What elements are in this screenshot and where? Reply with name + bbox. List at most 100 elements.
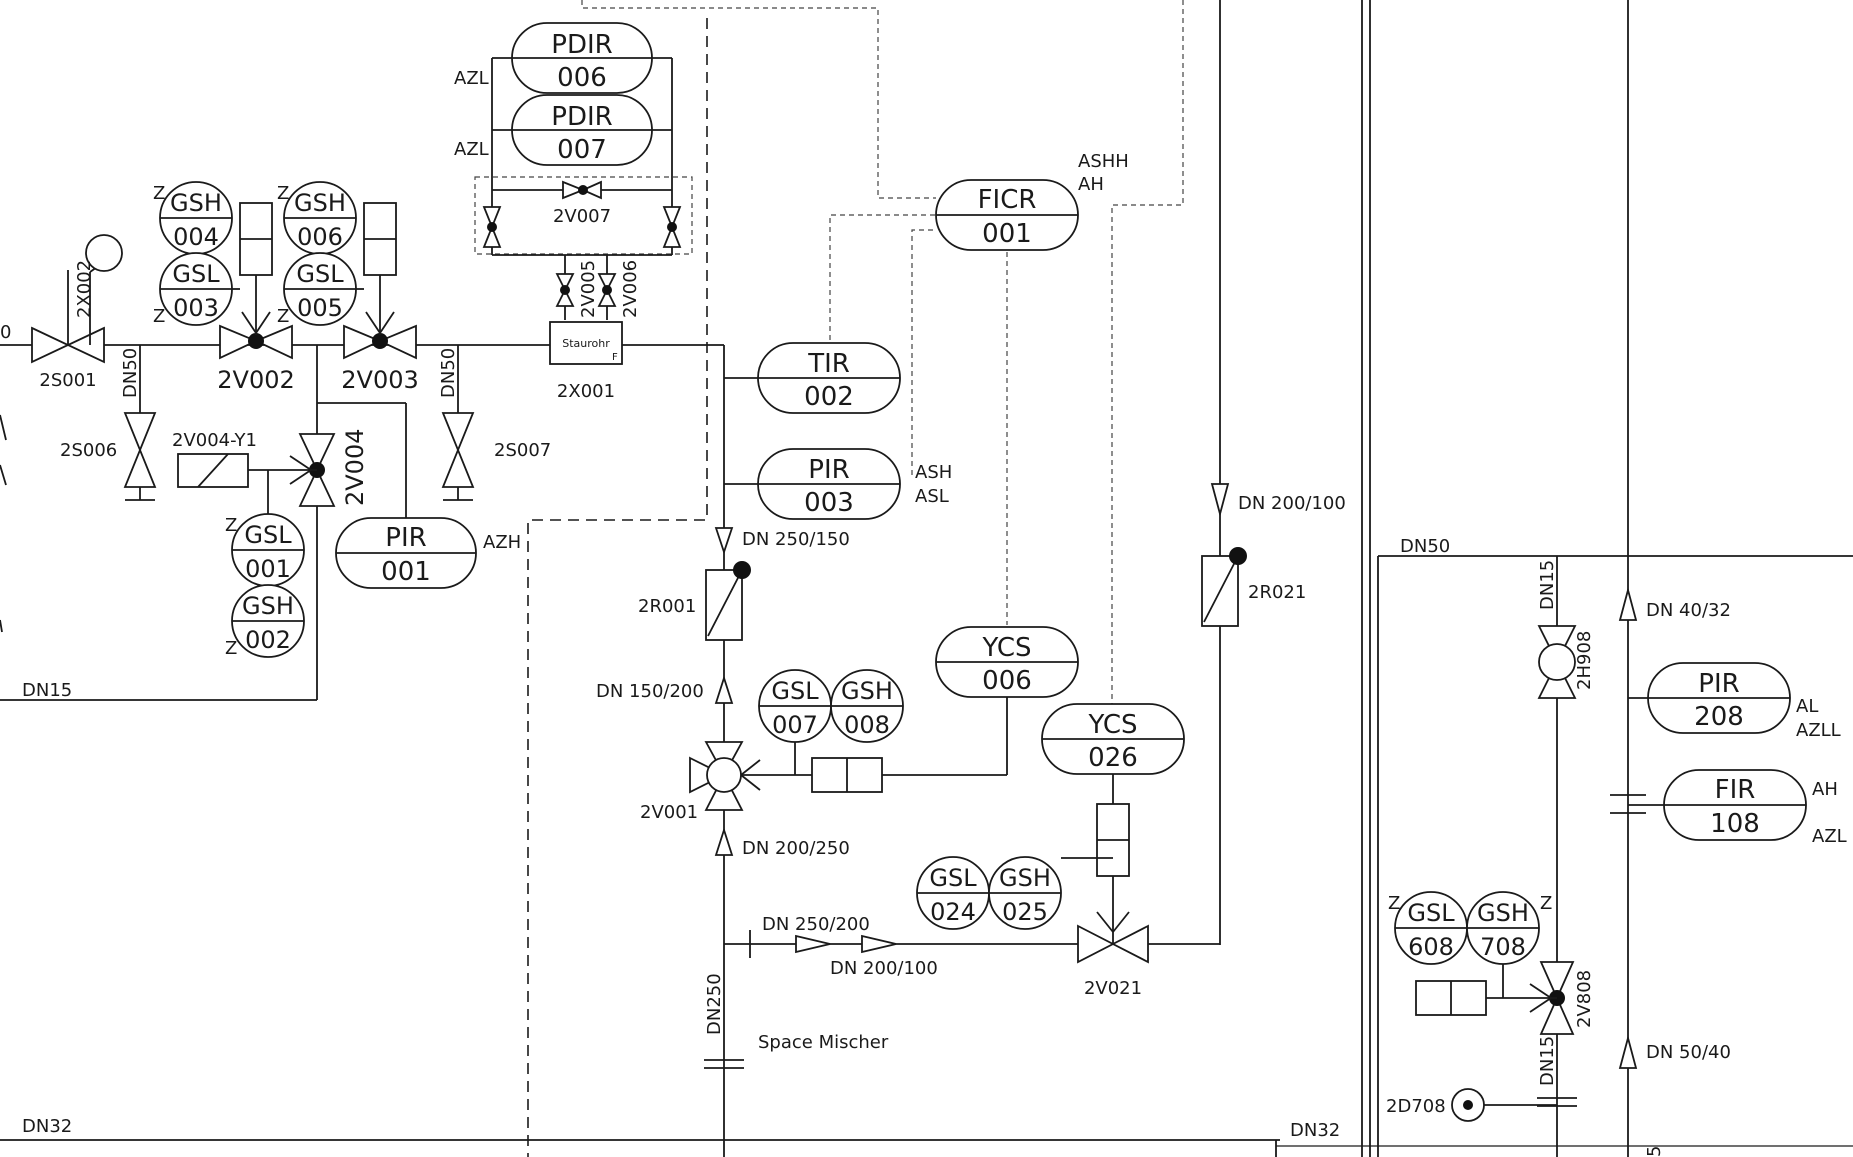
svg-text:DN 150/200: DN 150/200 — [596, 681, 704, 702]
valve-2s007: 2S007 — [441, 412, 551, 501]
svg-text:2V005: 2V005 — [578, 260, 599, 318]
instrument-fir108: FIR 108 AH AZL — [1610, 769, 1847, 847]
edge-right-label: 5 — [1644, 1146, 1665, 1157]
svg-text:FIR: FIR — [1715, 775, 1756, 805]
valve-2v021: 2V021 — [1061, 774, 1149, 999]
svg-text:GSL: GSL — [244, 521, 292, 549]
svg-text:608: 608 — [1408, 933, 1454, 961]
svg-text:2V004-Y1: 2V004-Y1 — [172, 430, 257, 451]
svg-text:Z: Z — [1388, 893, 1400, 914]
svg-text:Z: Z — [153, 183, 165, 204]
svg-text:2S001: 2S001 — [39, 370, 96, 391]
svg-text:2V808: 2V808 — [1574, 970, 1595, 1028]
valve-bypass-right — [662, 206, 682, 248]
svg-text:DN 200/250: DN 200/250 — [742, 838, 850, 859]
svg-text:002: 002 — [804, 382, 854, 412]
valve-2v808: 2V808 — [1415, 961, 1595, 1035]
svg-text:208: 208 — [1694, 702, 1744, 732]
valve-2v004: 2V004 — [248, 429, 369, 514]
svg-text:006: 006 — [557, 63, 607, 93]
svg-text:005: 005 — [297, 294, 343, 322]
svg-text:DN 250/150: DN 250/150 — [742, 529, 850, 550]
switch-gsh004: GSH 004 Z — [153, 181, 233, 255]
svg-text:2X002: 2X002 — [74, 260, 95, 318]
svg-text:F: F — [612, 352, 618, 363]
valve-2v001: 2V001 — [640, 695, 1008, 823]
label-dn15-a: DN15 — [1537, 560, 1558, 610]
svg-text:GSL: GSL — [929, 864, 977, 892]
instrument-pdir006: PDIR 006 AZL — [454, 22, 653, 94]
reducer-dn250-150: DN 250/150 — [714, 527, 850, 555]
reducer-dn250-200: DN 250/200 — [762, 914, 870, 954]
svg-text:PIR: PIR — [385, 523, 426, 553]
gauge-2x002: 2X002 — [74, 234, 123, 345]
svg-text:ASHH: ASHH — [1078, 151, 1129, 172]
flowmeter-2r021: 2R021 — [1201, 547, 1306, 627]
svg-text:008: 008 — [844, 711, 890, 739]
svg-text:GSH: GSH — [841, 677, 893, 705]
svg-text:0: 0 — [0, 322, 11, 343]
label-dn15-left: DN15 — [22, 680, 72, 701]
label-dn32-right: DN32 — [1290, 1120, 1340, 1141]
staurohr-2x001: Staurohr F 2X001 — [549, 321, 623, 402]
switch-gsh006: GSH 006 Z — [277, 181, 357, 255]
svg-text:2V004: 2V004 — [341, 429, 369, 507]
svg-text:PIR: PIR — [808, 455, 849, 485]
switch-gsh002: GSH 002 Z — [225, 584, 305, 659]
svg-text:ASL: ASL — [915, 486, 949, 507]
svg-text:Staurohr: Staurohr — [562, 337, 610, 350]
svg-text:024: 024 — [930, 898, 976, 926]
svg-text:GSH: GSH — [242, 592, 294, 620]
svg-text:2R021: 2R021 — [1248, 582, 1306, 603]
svg-text:YCS: YCS — [981, 633, 1031, 663]
svg-text:2D708: 2D708 — [1386, 1096, 1446, 1117]
instrument-pir003: PIR 003 ASH ASL — [757, 448, 952, 520]
svg-text:GSL: GSL — [296, 260, 344, 288]
svg-text:GSH: GSH — [170, 189, 222, 217]
svg-text:DN50: DN50 — [438, 348, 459, 398]
instrument-pdir007: PDIR 007 AZL — [454, 94, 653, 166]
svg-text:Z: Z — [153, 306, 165, 327]
flowmeter-2r001: 2R001 — [638, 561, 751, 641]
reducer-dn200-100-right: DN 200/100 — [1210, 483, 1346, 518]
svg-text:GSH: GSH — [999, 864, 1051, 892]
svg-text:007: 007 — [772, 711, 818, 739]
svg-text:Space Mischer: Space Mischer — [758, 1032, 889, 1053]
edge-left-label: 0 — [0, 322, 11, 633]
svg-text:2V002: 2V002 — [217, 366, 295, 394]
svg-text:003: 003 — [173, 294, 219, 322]
svg-text:PDIR: PDIR — [551, 102, 612, 132]
svg-text:GSL: GSL — [172, 260, 220, 288]
svg-text:004: 004 — [173, 223, 219, 251]
reducer-dn200-100-low: DN 200/100 — [830, 934, 938, 979]
reducer-dn50-40: DN 50/40 — [1618, 1034, 1731, 1069]
dn50-mid: DN50 — [438, 348, 459, 398]
svg-text:2V001: 2V001 — [640, 802, 698, 823]
svg-text:Z: Z — [1540, 893, 1552, 914]
svg-text:026: 026 — [1088, 743, 1138, 773]
svg-text:Z: Z — [225, 515, 237, 536]
valve-2v003: 2V003 — [341, 202, 419, 394]
svg-text:AZH: AZH — [483, 532, 521, 553]
svg-text:FICR: FICR — [978, 185, 1037, 215]
instrument-pir208: PIR 208 AL AZLL — [1647, 662, 1841, 741]
svg-text:708: 708 — [1480, 933, 1526, 961]
svg-text:006: 006 — [982, 666, 1032, 696]
switch-gsh708: GSH 708 Z — [1466, 891, 1552, 965]
svg-text:GSH: GSH — [294, 189, 346, 217]
svg-text:006: 006 — [297, 223, 343, 251]
switch-gsl005: GSL 005 Z — [277, 252, 364, 327]
svg-text:Z: Z — [277, 183, 289, 204]
svg-text:2R001: 2R001 — [638, 596, 696, 617]
switch-gsl007: GSL 007 — [758, 669, 832, 743]
valve-2v007: 2V007 — [553, 180, 611, 227]
svg-text:2X001: 2X001 — [557, 381, 615, 402]
svg-text:003: 003 — [804, 488, 854, 518]
svg-text:PIR: PIR — [1698, 669, 1739, 699]
svg-text:AZL: AZL — [1812, 826, 1847, 847]
svg-text:2V021: 2V021 — [1084, 978, 1142, 999]
svg-text:GSH: GSH — [1477, 899, 1529, 927]
valve-2s001: 2S001 — [31, 270, 105, 391]
svg-text:DN 200/100: DN 200/100 — [830, 958, 938, 979]
valve-2v002: 2V002 — [217, 202, 295, 394]
